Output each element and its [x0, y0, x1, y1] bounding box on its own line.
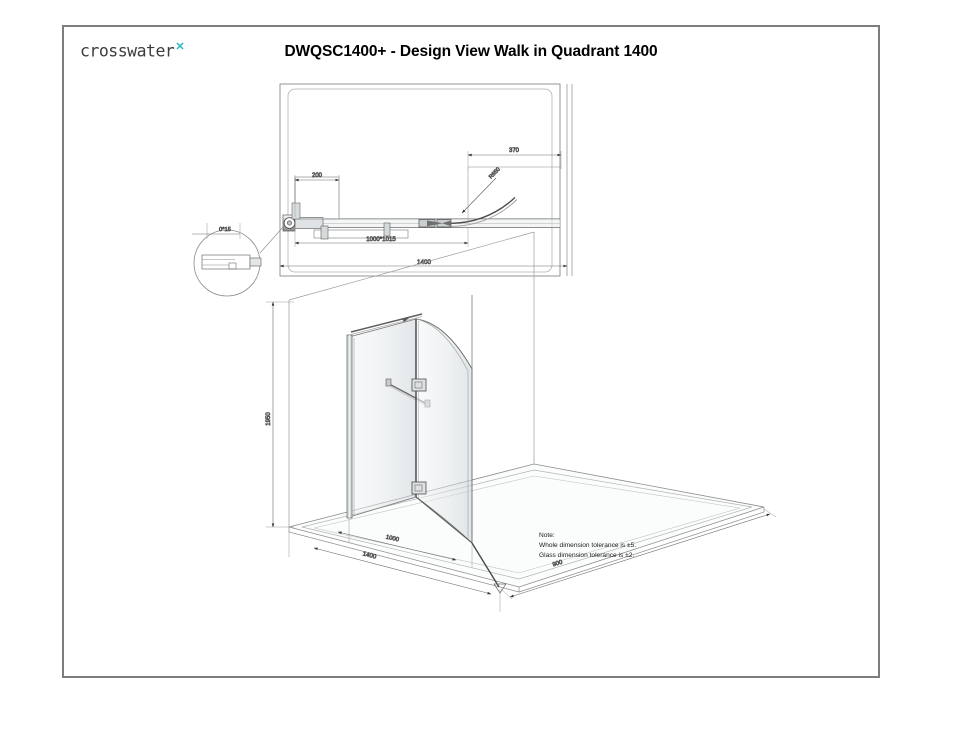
dim-0x15: 0*15 [219, 227, 231, 233]
note-heading: Note: [539, 532, 555, 539]
isometric-view-group: 1950 1000 1400 900 [266, 231, 777, 612]
dim-370: 370 [509, 148, 520, 154]
note-line-1: Whole dimension tolerance is ±5. [539, 542, 637, 550]
dim-1400-iso: 1400 [362, 550, 378, 560]
logo-wordmark: crosswater [80, 41, 175, 61]
logo-x-icon: ✕ [175, 41, 185, 53]
dim-200: 200 [312, 173, 323, 179]
dim-1000-iso: 1000 [385, 535, 400, 544]
crosswater-logo: crosswater✕ [80, 40, 185, 61]
page-title: DWQSC1400+ - Design View Walk in Quadran… [284, 43, 658, 60]
note-line-2: Glass dimension tolerance is ±2. [539, 552, 635, 560]
tolerance-note: Note: Whole dimension tolerance is ±5. G… [539, 531, 636, 562]
dim-radius: R650 [488, 167, 502, 181]
drawing-sheet: crosswater✕ DWQSC1400+ - Design View Wal… [62, 25, 880, 678]
plan-view-group: R650 370 200 1000*1015 [192, 83, 573, 297]
dim-900: 900 [552, 559, 564, 568]
technical-drawing: R650 370 200 1000*1015 [192, 83, 777, 612]
dim-1950: 1950 [266, 412, 272, 426]
dim-1000x1015: 1000*1015 [366, 236, 396, 243]
